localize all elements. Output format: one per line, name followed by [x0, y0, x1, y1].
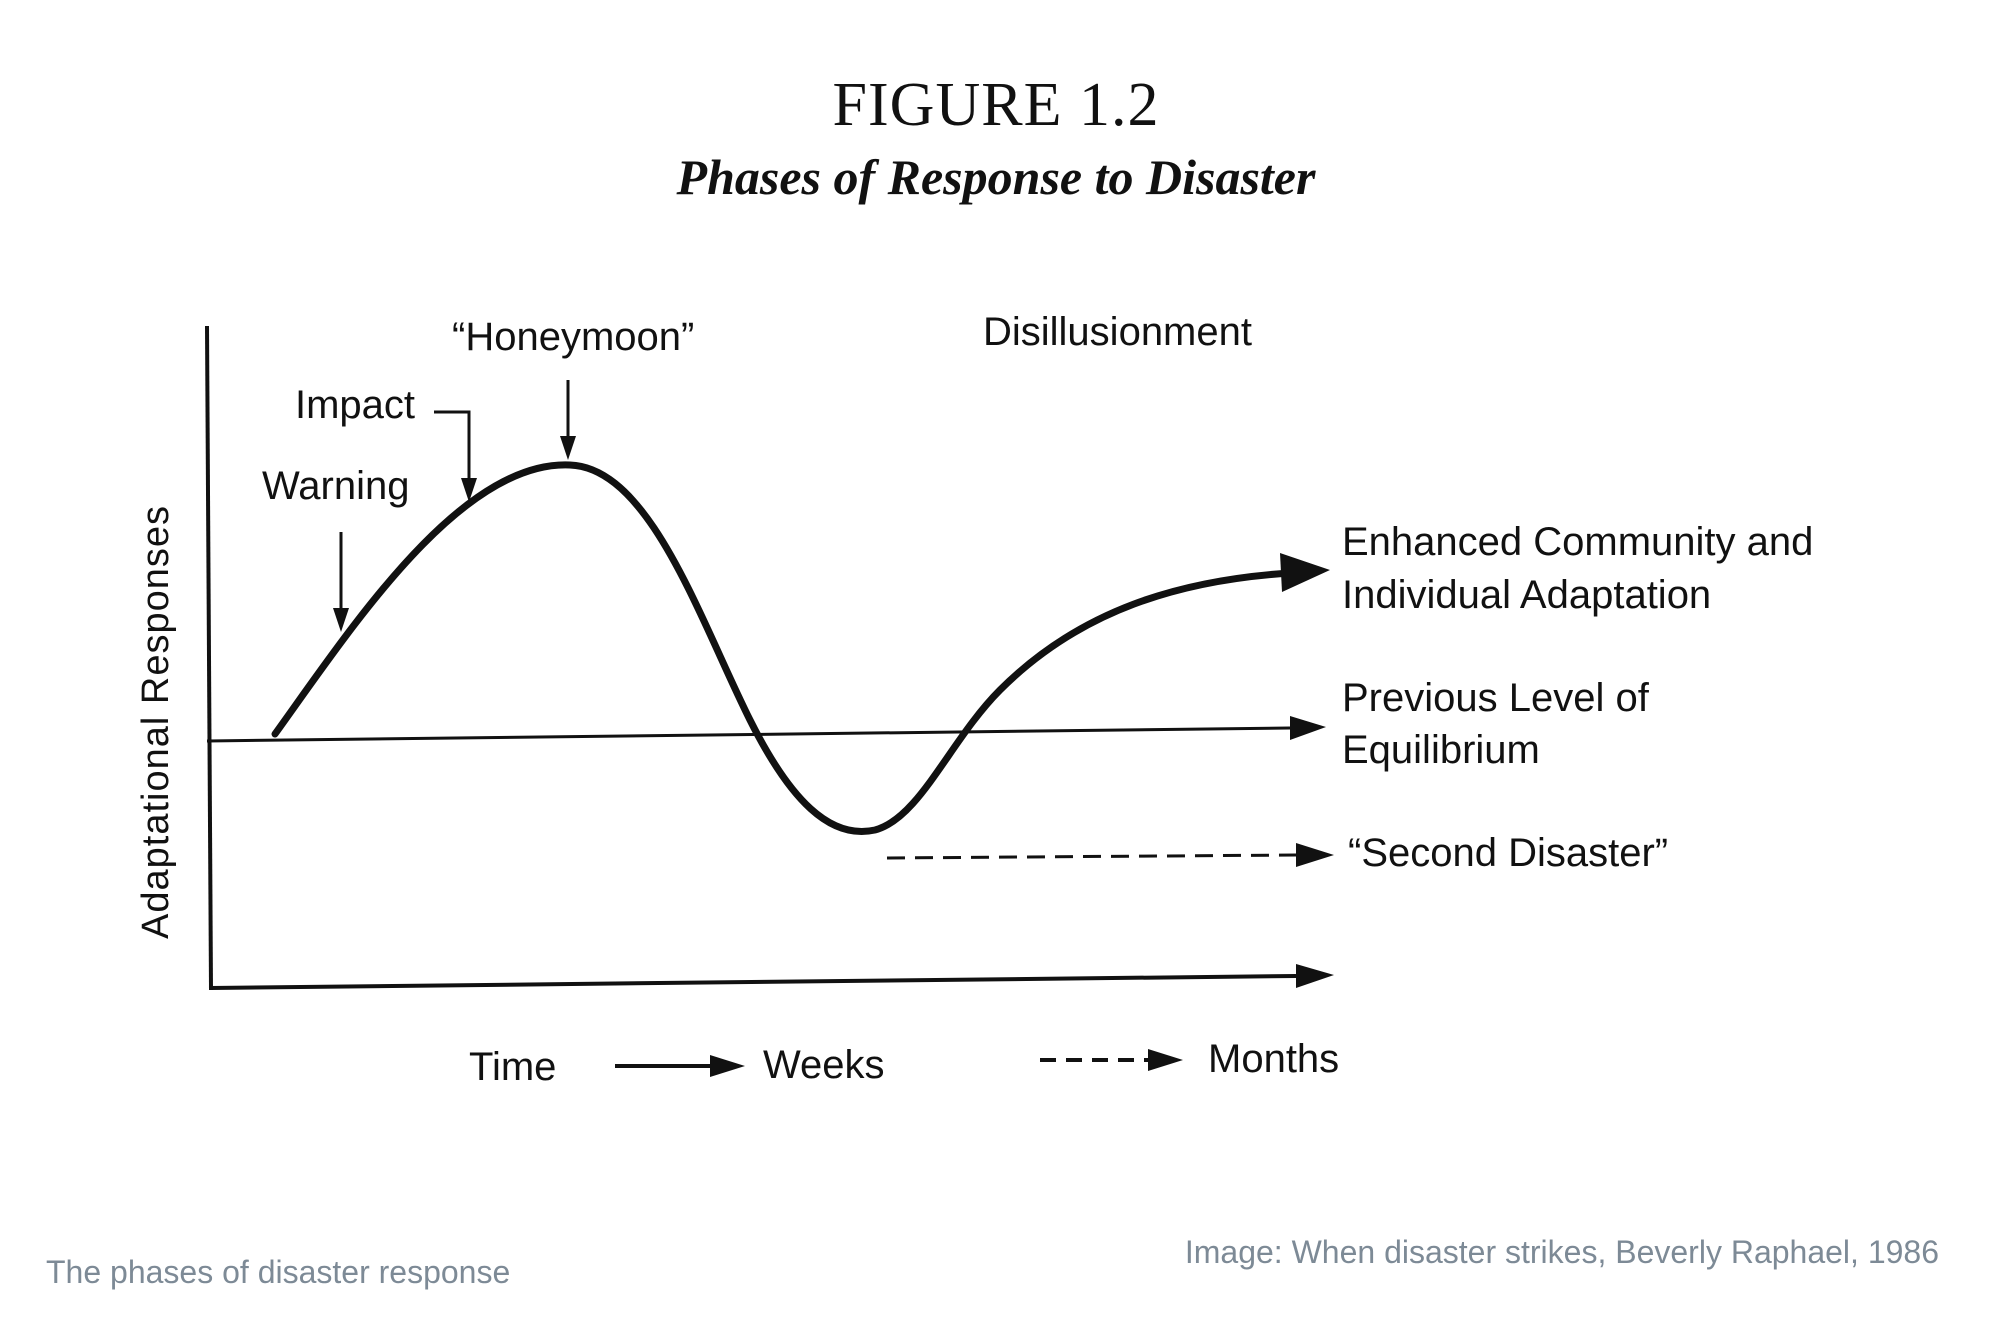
outcome-label-second-disaster: “Second Disaster”: [1348, 831, 1668, 875]
response-curve: [271, 461, 1294, 835]
second-disaster-line: [886, 853, 1297, 860]
equilibrium-arrowhead: [1290, 716, 1326, 740]
caption-right: Image: When disaster strikes, Beverly Ra…: [1184, 1234, 1939, 1270]
y-axis-label: Adaptational Responses: [135, 505, 177, 939]
caption-left: The phases of disaster response: [46, 1254, 511, 1290]
time-scale-months: Months: [1208, 1037, 1339, 1081]
response-curve-arrowhead: [1280, 553, 1330, 592]
figure-subtitle: Phases of Response to Disaster: [676, 149, 1316, 205]
x-axis-line: [210, 974, 1297, 990]
second-disaster-arrowhead: [1296, 843, 1334, 867]
outcome-label-previous-line2: Equilibrium: [1342, 728, 1540, 772]
honeymoon-arrowhead: [560, 436, 576, 460]
x-axis-arrowhead: [1296, 964, 1334, 988]
phase-label-warning: Warning: [262, 464, 409, 508]
impact-arrowhead: [461, 478, 477, 502]
time-scale-weeks: Weeks: [763, 1043, 885, 1087]
y-axis-line: [205, 325, 213, 991]
outcome-label-enhanced-line1: Enhanced Community and: [1342, 520, 1813, 564]
impact-arrow-shaft: [434, 410, 471, 482]
time-scale-dashed-arrowhead: [1148, 1049, 1183, 1071]
equilibrium-line: [206, 726, 1291, 743]
time-scale-solid-arrowhead: [710, 1055, 745, 1077]
phase-label-impact: Impact: [295, 383, 415, 427]
outcome-label-previous-line1: Previous Level of: [1342, 676, 1650, 720]
warning-arrowhead: [333, 608, 349, 632]
figure-title: FIGURE 1.2: [832, 71, 1160, 139]
outcome-label-enhanced-line2: Individual Adaptation: [1342, 573, 1711, 617]
phase-label-honeymoon: “Honeymoon”: [452, 315, 694, 359]
time-scale-time: Time: [469, 1045, 556, 1089]
phase-label-disillusionment: Disillusionment: [983, 310, 1252, 354]
